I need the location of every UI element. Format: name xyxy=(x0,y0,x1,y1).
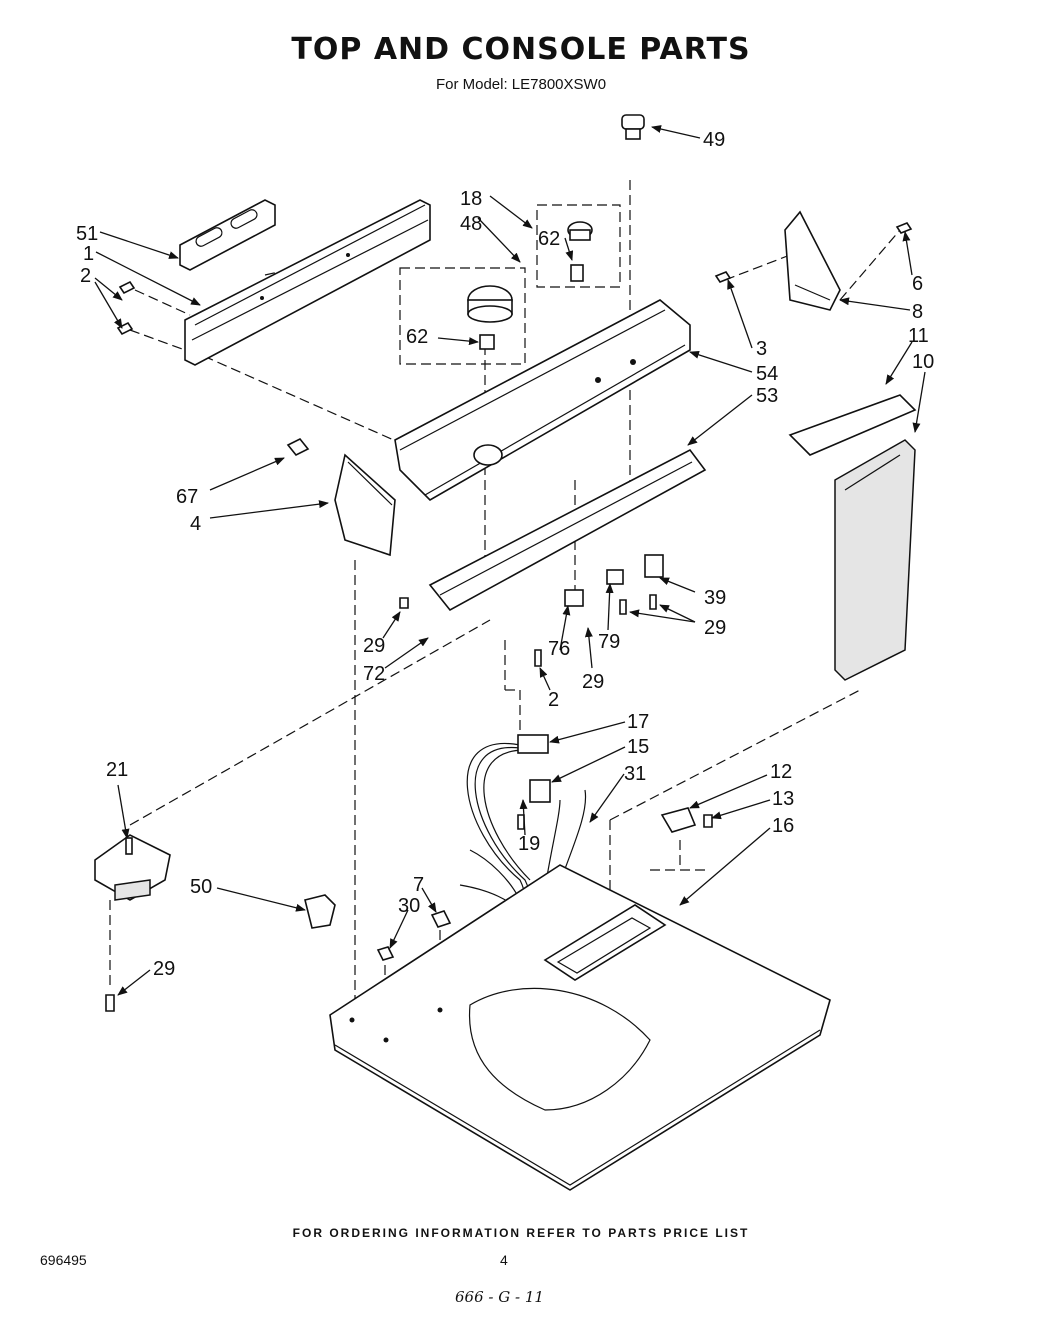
callout-17: 17 xyxy=(627,711,649,733)
callout-16: 16 xyxy=(772,815,794,837)
callout-76: 76 xyxy=(548,638,570,660)
callout-54: 54 xyxy=(756,363,778,385)
bracket-51 xyxy=(179,199,276,271)
console-frame-53 xyxy=(428,448,707,612)
button-49 xyxy=(621,114,645,140)
callout-21: 21 xyxy=(106,759,128,781)
handwritten-code: 666 - G - 11 xyxy=(455,1288,544,1306)
callout-18: 18 xyxy=(460,188,482,210)
callout-50: 50 xyxy=(190,876,212,898)
callout-1: 1 xyxy=(83,243,94,265)
callout-15: 15 xyxy=(627,736,649,758)
callout-51: 51 xyxy=(76,223,98,245)
callout-79: 79 xyxy=(598,631,620,653)
callout-72: 72 xyxy=(363,663,385,685)
terminal-7-30 xyxy=(376,910,452,961)
model-subtitle: For Model: LE7800XSW0 xyxy=(435,76,607,93)
document-number: 696495 xyxy=(40,1252,87,1268)
callout-62-top: 62 xyxy=(538,228,560,250)
callout-29-bottom: 29 xyxy=(153,958,175,980)
callout-53: 53 xyxy=(756,385,778,407)
callout-48: 48 xyxy=(460,213,482,235)
page-title: TOP AND CONSOLE PARTS xyxy=(291,32,751,67)
callout-29-mid: 29 xyxy=(582,671,604,693)
timer-21 xyxy=(94,834,171,1012)
screw-2-left xyxy=(116,280,136,336)
lint-screen-10-11 xyxy=(788,394,917,681)
timer-knob-48 xyxy=(399,267,526,365)
callout-49: 49 xyxy=(703,129,725,151)
wire-harness-31 xyxy=(459,734,587,936)
leader-lines xyxy=(94,125,926,996)
end-cap-left-4 xyxy=(286,437,396,557)
callout-8: 8 xyxy=(912,301,923,323)
callout-62: 62 xyxy=(406,326,428,348)
callout-39: 39 xyxy=(704,587,726,609)
callout-2-left: 2 xyxy=(80,265,91,287)
callout-2-mid: 2 xyxy=(548,689,559,711)
knob-18 xyxy=(536,204,621,288)
top-16 xyxy=(329,864,831,1191)
switch-12-13 xyxy=(660,807,713,833)
callout-7: 7 xyxy=(413,874,424,896)
callout-29-right: 29 xyxy=(704,617,726,639)
console-54 xyxy=(394,299,691,501)
callout-3: 3 xyxy=(756,338,767,360)
callout-67: 67 xyxy=(176,486,198,508)
callout-labels: 49 18 48 62 62 51 1 2 3 54 53 6 8 11 10 … xyxy=(76,129,934,980)
callout-6: 6 xyxy=(912,273,923,295)
ordering-note: FOR ORDERING INFORMATION REFER TO PARTS … xyxy=(292,1226,750,1240)
callout-30: 30 xyxy=(398,895,420,917)
callout-12: 12 xyxy=(770,761,792,783)
callout-4: 4 xyxy=(190,513,201,535)
callout-10: 10 xyxy=(912,351,934,373)
clip-50 xyxy=(304,894,336,929)
callout-31: 31 xyxy=(624,763,646,785)
control-panel-rear xyxy=(184,199,431,366)
switch-39-76-79 xyxy=(399,554,664,667)
callout-11: 11 xyxy=(908,325,929,347)
callout-19: 19 xyxy=(518,833,540,855)
callout-13: 13 xyxy=(772,788,794,810)
page-number: 4 xyxy=(500,1252,508,1268)
end-cap-right-8 xyxy=(714,210,913,311)
callout-29-left: 29 xyxy=(363,635,385,657)
